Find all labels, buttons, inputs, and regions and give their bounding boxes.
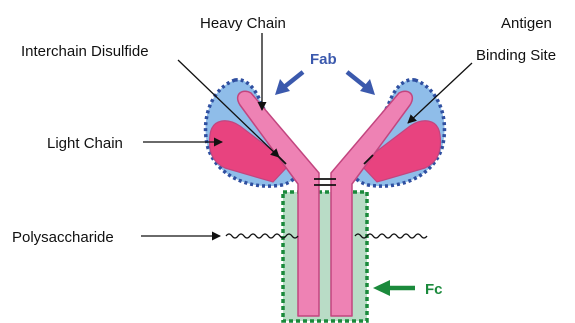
- fab-label: Fab: [310, 51, 337, 68]
- heavy-chain-label: Heavy Chain: [200, 15, 286, 32]
- fc-region: [283, 192, 367, 321]
- light-chain-label: Light Chain: [47, 135, 123, 152]
- interchain-disulfide-label: Interchain Disulfide: [21, 43, 149, 60]
- polysaccharide-label: Polysaccharide: [12, 229, 114, 246]
- fc-arrow: [373, 280, 415, 296]
- fc-label: Fc: [425, 281, 443, 298]
- binding-site-label: Binding Site: [476, 47, 556, 64]
- antigen-label: Antigen: [501, 15, 552, 32]
- fab-arrow-right: [347, 72, 375, 95]
- arrow-left-icon: [373, 280, 390, 296]
- fab-arrow-left: [275, 72, 303, 95]
